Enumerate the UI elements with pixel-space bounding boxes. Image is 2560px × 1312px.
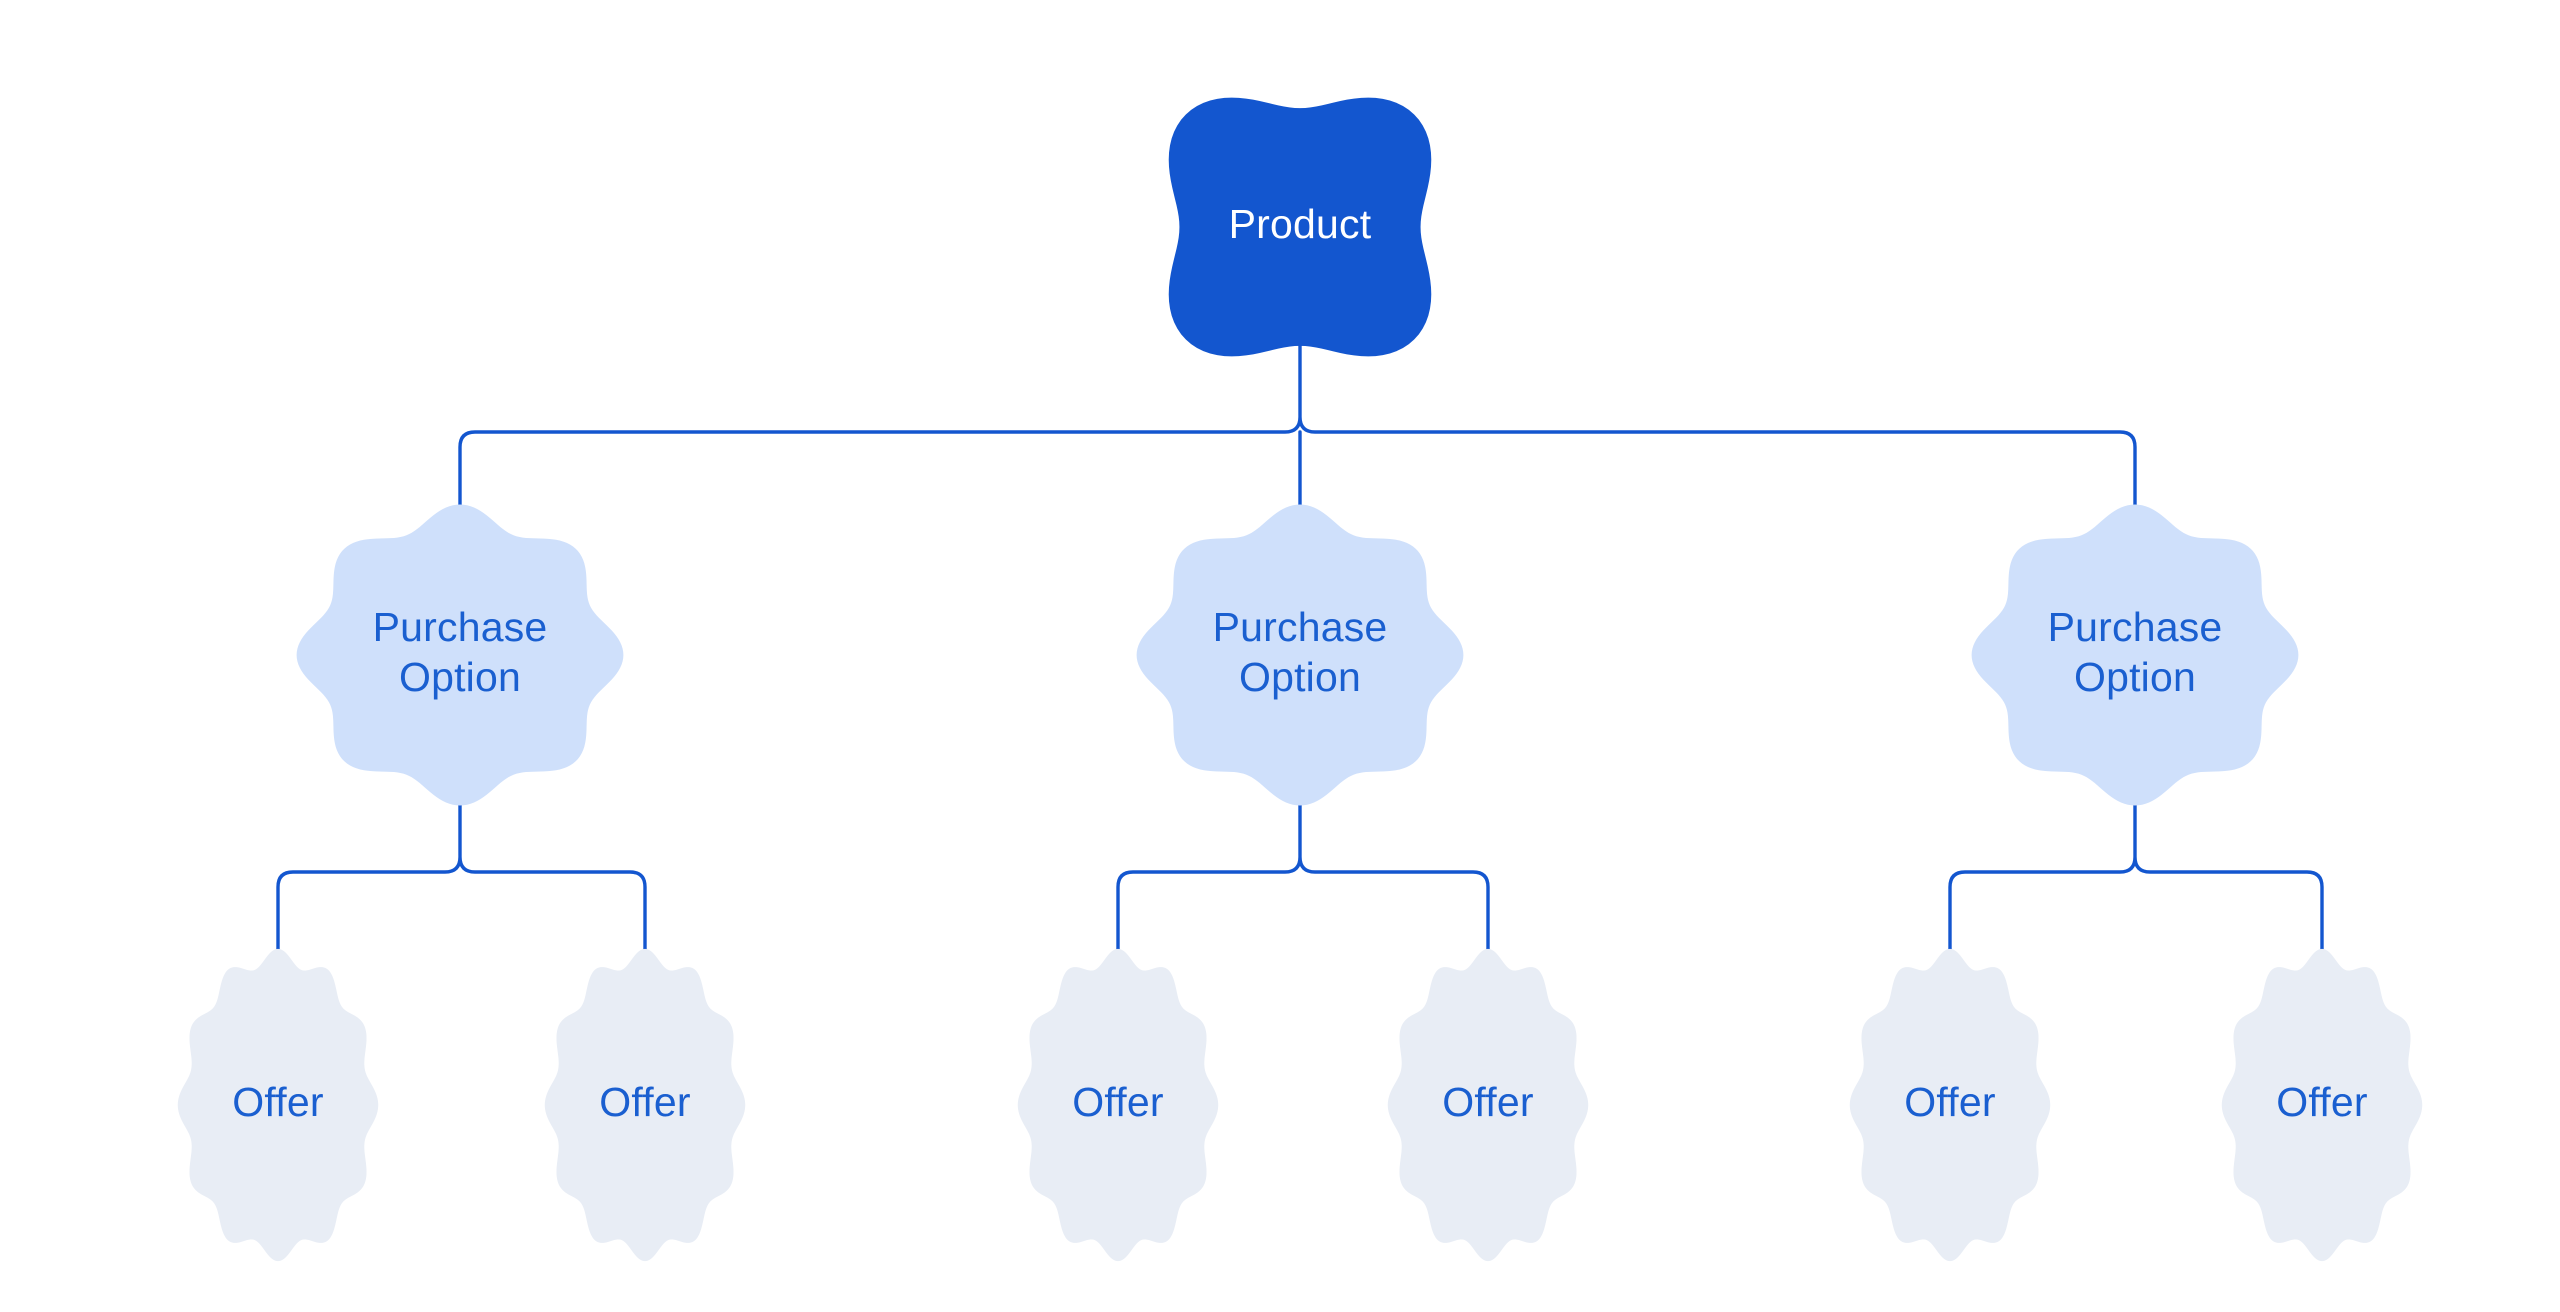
node-label-offer-3: Offer	[1072, 1079, 1163, 1125]
connector-product-to-options	[458, 338, 2137, 522]
node-offer-3[interactable]: Offer	[1017, 948, 1219, 1262]
node-label-product: Product	[1229, 201, 1372, 247]
squircle-4-lobe-shape	[1168, 97, 1432, 357]
scallop-12-lobe-shape	[177, 948, 379, 1262]
scallop-12-lobe-shape	[2221, 948, 2423, 1262]
scallop-12-lobe-shape	[544, 948, 746, 1262]
node-label-purchase-option-3-line2: Option	[2074, 654, 2196, 700]
node-product[interactable]: Product	[1168, 97, 1432, 357]
node-label-purchase-option-2-line1: Purchase	[1213, 604, 1388, 650]
node-label-purchase-option-1-line2: Option	[399, 654, 521, 700]
node-label-purchase-option-3-line1: Purchase	[2048, 604, 2223, 650]
node-label-offer-4: Offer	[1442, 1079, 1533, 1125]
node-offer-2[interactable]: Offer	[544, 948, 746, 1262]
flower-8-lobe-shape	[1971, 504, 2299, 806]
nodes-layer: ProductPurchaseOptionPurchaseOptionPurch…	[177, 97, 2423, 1262]
node-label-purchase-option-2-line2: Option	[1239, 654, 1361, 700]
flower-8-lobe-shape	[1136, 504, 1464, 806]
node-offer-1[interactable]: Offer	[177, 948, 379, 1262]
node-label-offer-1: Offer	[232, 1079, 323, 1125]
node-offer-6[interactable]: Offer	[2221, 948, 2423, 1262]
scallop-12-lobe-shape	[1849, 948, 2051, 1262]
scallop-12-lobe-shape	[1017, 948, 1219, 1262]
node-offer-5[interactable]: Offer	[1849, 948, 2051, 1262]
node-label-purchase-option-1-line1: Purchase	[373, 604, 548, 650]
flower-8-lobe-shape	[296, 504, 624, 806]
node-offer-4[interactable]: Offer	[1387, 948, 1589, 1262]
node-label-offer-5: Offer	[1904, 1079, 1995, 1125]
node-label-offer-6: Offer	[2276, 1079, 2367, 1125]
connector-product-to-options-path	[458, 338, 2137, 522]
node-label-offer-2: Offer	[599, 1079, 690, 1125]
scallop-12-lobe-shape	[1387, 948, 1589, 1262]
